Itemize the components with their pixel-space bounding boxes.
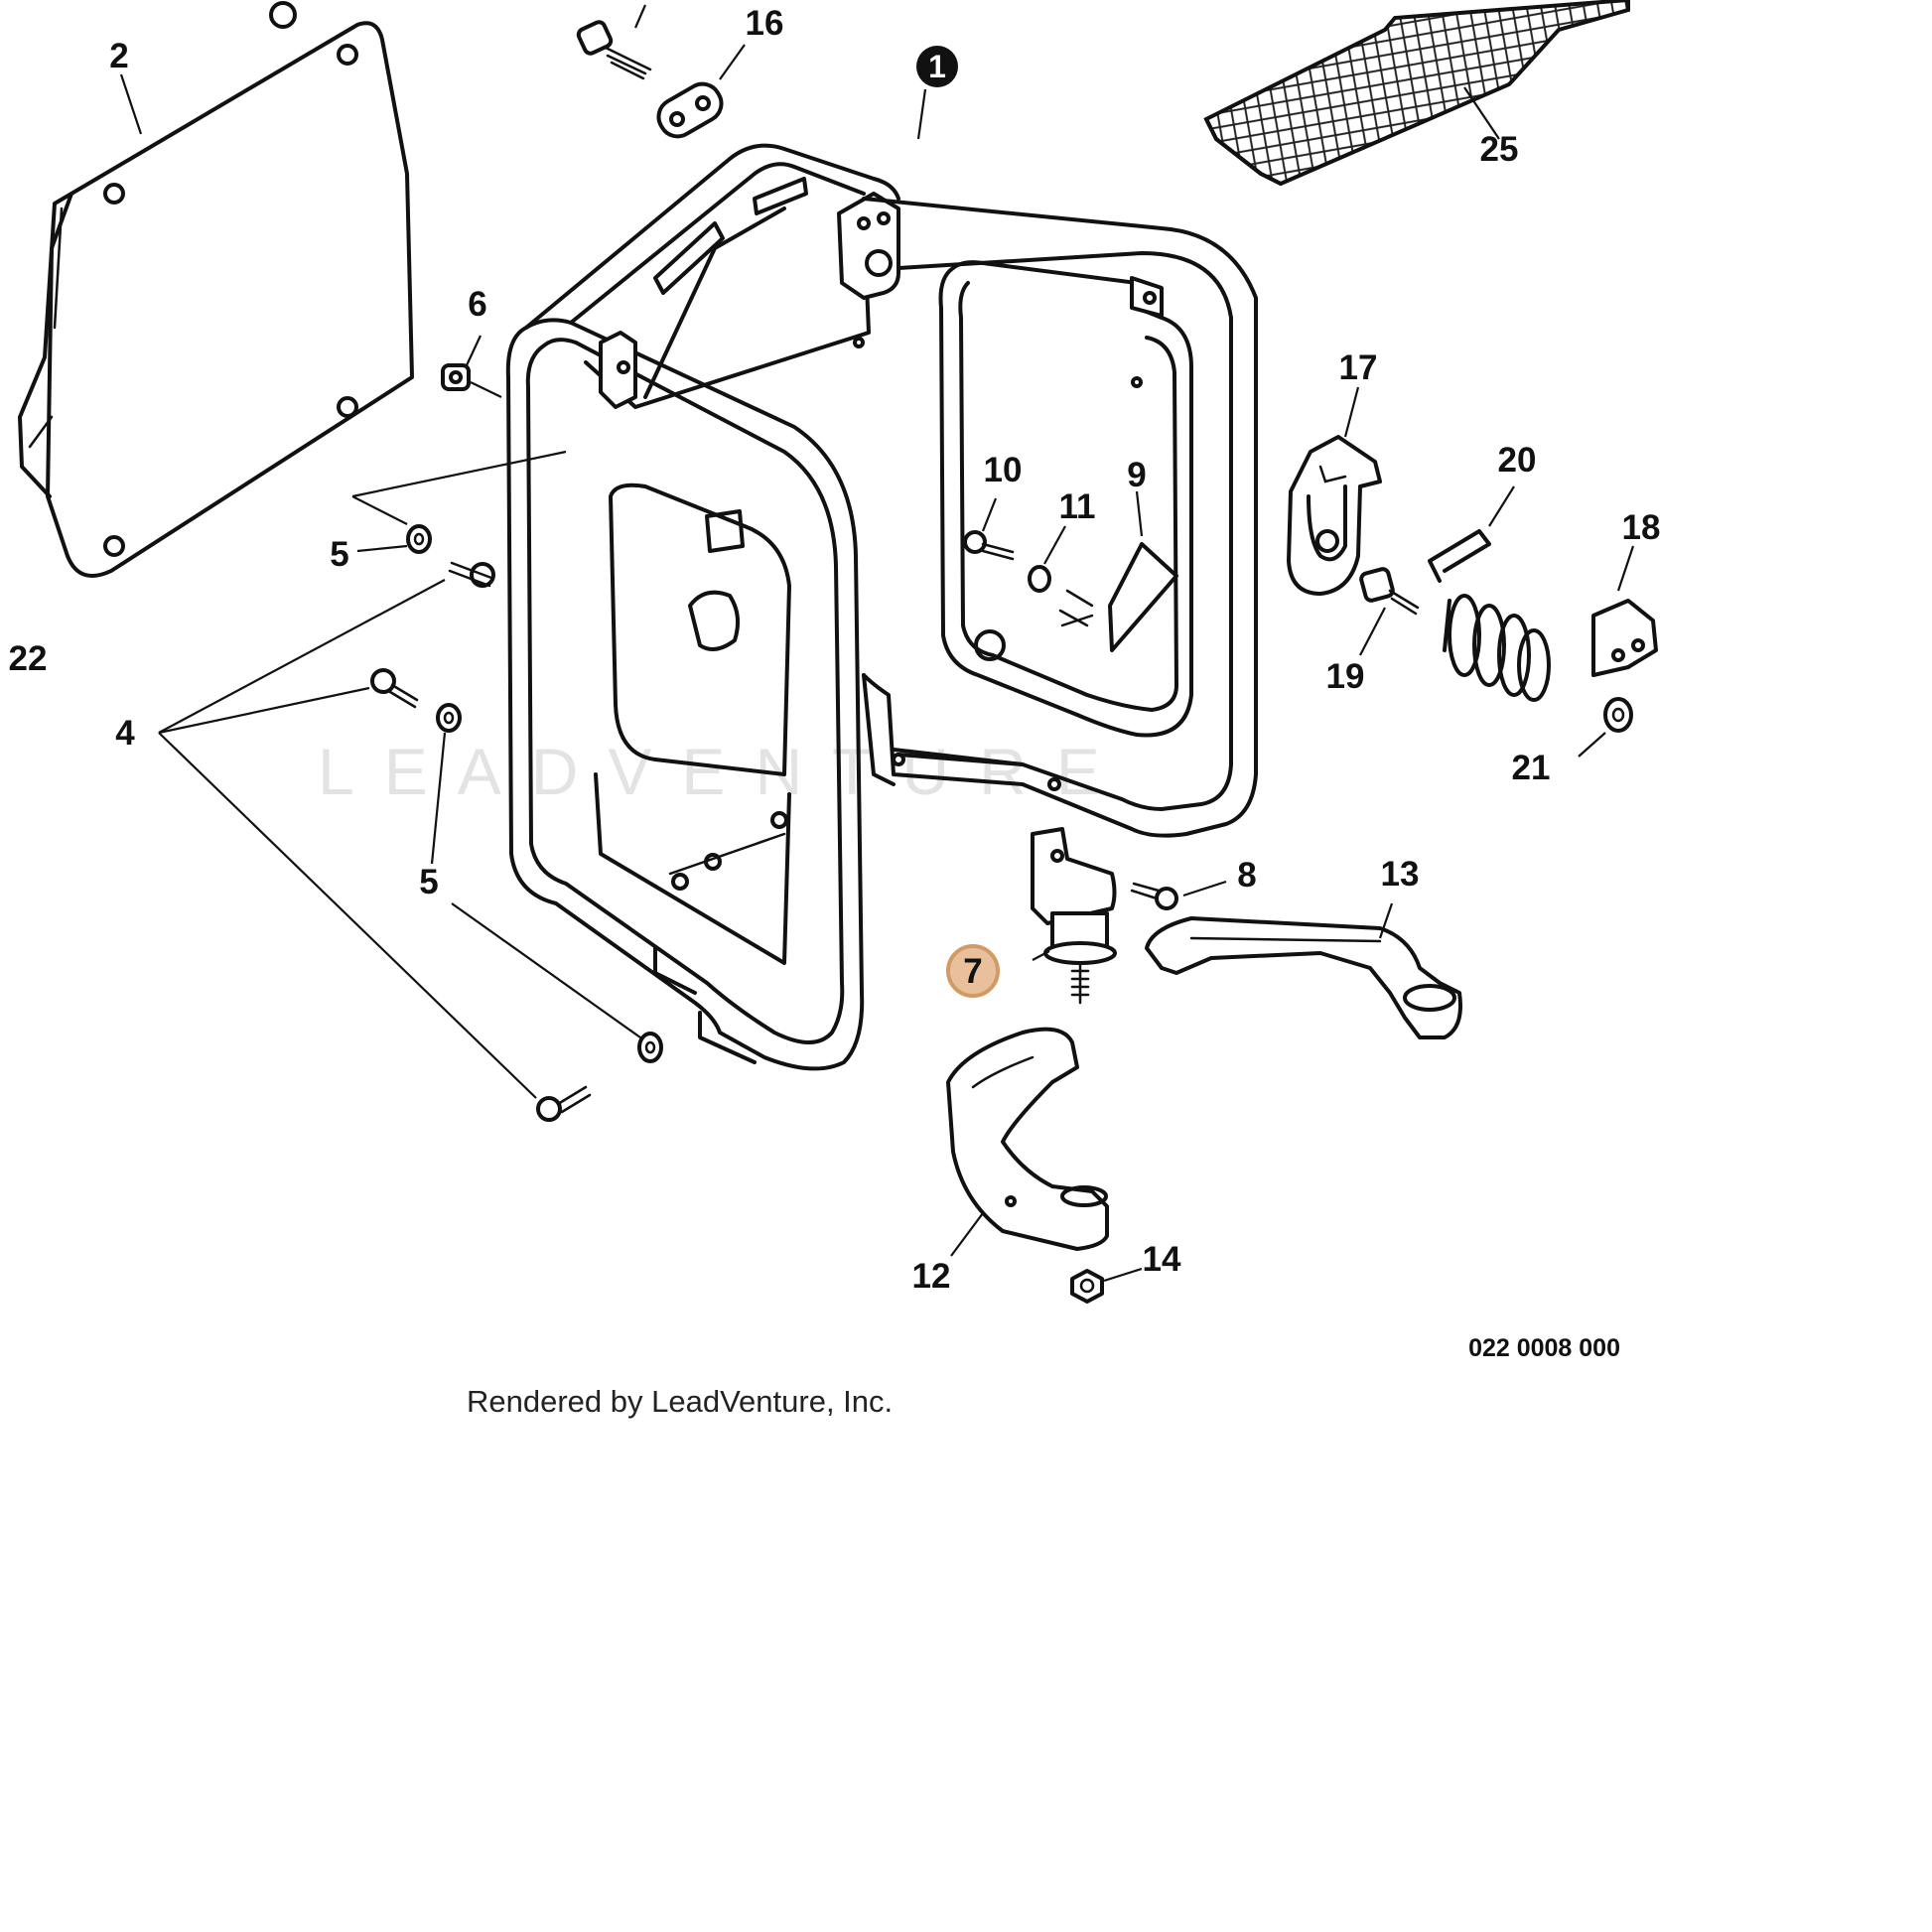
callout-19[interactable]: 19 (1326, 657, 1365, 696)
callout-7-badge (946, 944, 1000, 998)
screw-4-middle (370, 668, 419, 709)
bracket-9 (1058, 542, 1178, 652)
callout-2[interactable]: 2 (109, 37, 128, 75)
callout-25[interactable]: 25 (1480, 130, 1519, 169)
render-credit: Rendered by LeadVenture, Inc. (467, 1384, 893, 1419)
callout-18[interactable]: 18 (1622, 508, 1661, 547)
callout-4[interactable]: 4 (115, 714, 135, 753)
callout-11[interactable]: 11 (1059, 487, 1096, 526)
side-cover-plate (18, 21, 414, 578)
callout-5-upper[interactable]: 5 (330, 535, 348, 574)
link-plate-16 (656, 81, 724, 139)
handle-13 (1145, 916, 1462, 1039)
spacer-6 (441, 363, 502, 398)
diagram-code: 022 0008 000 (1468, 1334, 1620, 1362)
screw-4-lower (536, 1085, 592, 1122)
nut-14 (1070, 1269, 1104, 1304)
callout-13[interactable]: 13 (1381, 855, 1420, 894)
grated-platform (1203, 0, 1630, 187)
callout-14[interactable]: 14 (1143, 1240, 1181, 1279)
screw-19 (1359, 567, 1420, 616)
screw-10 (963, 530, 1015, 561)
callout-7[interactable]: 7 (946, 944, 1000, 998)
watermark-text: LEADVENTURE (318, 735, 1130, 808)
callout-10[interactable]: 10 (984, 451, 1023, 489)
callout-9[interactable]: 9 (1127, 456, 1146, 494)
callout-21[interactable]: 21 (1512, 749, 1551, 787)
callout-8[interactable]: 8 (1237, 856, 1256, 895)
callout-1-label: 1 (928, 49, 946, 84)
callout-6[interactable]: 6 (468, 285, 486, 324)
washer-21 (1603, 697, 1633, 733)
callout-12[interactable]: 12 (912, 1257, 951, 1296)
top-screw (576, 20, 652, 80)
handle-12 (946, 1027, 1109, 1251)
callout-1-badge (916, 46, 958, 87)
callout-16[interactable]: 16 (746, 4, 784, 43)
washer-5-lower (436, 703, 462, 733)
callout-5-lower[interactable]: 5 (419, 863, 438, 901)
rubber-mount-7 (1031, 827, 1117, 1005)
washer-5-bottom (637, 1032, 663, 1063)
washer-11 (1028, 565, 1051, 593)
callout-20[interactable]: 20 (1498, 441, 1537, 480)
callout-17[interactable]: 17 (1339, 348, 1378, 387)
callout-22[interactable]: 22 (9, 639, 48, 678)
spring-20 (1428, 529, 1551, 702)
callout-7-label: 7 (963, 952, 982, 991)
main-frame (505, 143, 1258, 1071)
washer-5-upper (406, 524, 432, 554)
screw-4-upper (448, 561, 495, 588)
leader-lines (119, 4, 1635, 1283)
screw-8 (1130, 882, 1178, 910)
block-18 (1591, 599, 1658, 677)
clip-17 (1287, 435, 1382, 596)
top-nut (269, 1, 297, 29)
callout-1[interactable]: 1 (916, 46, 958, 87)
